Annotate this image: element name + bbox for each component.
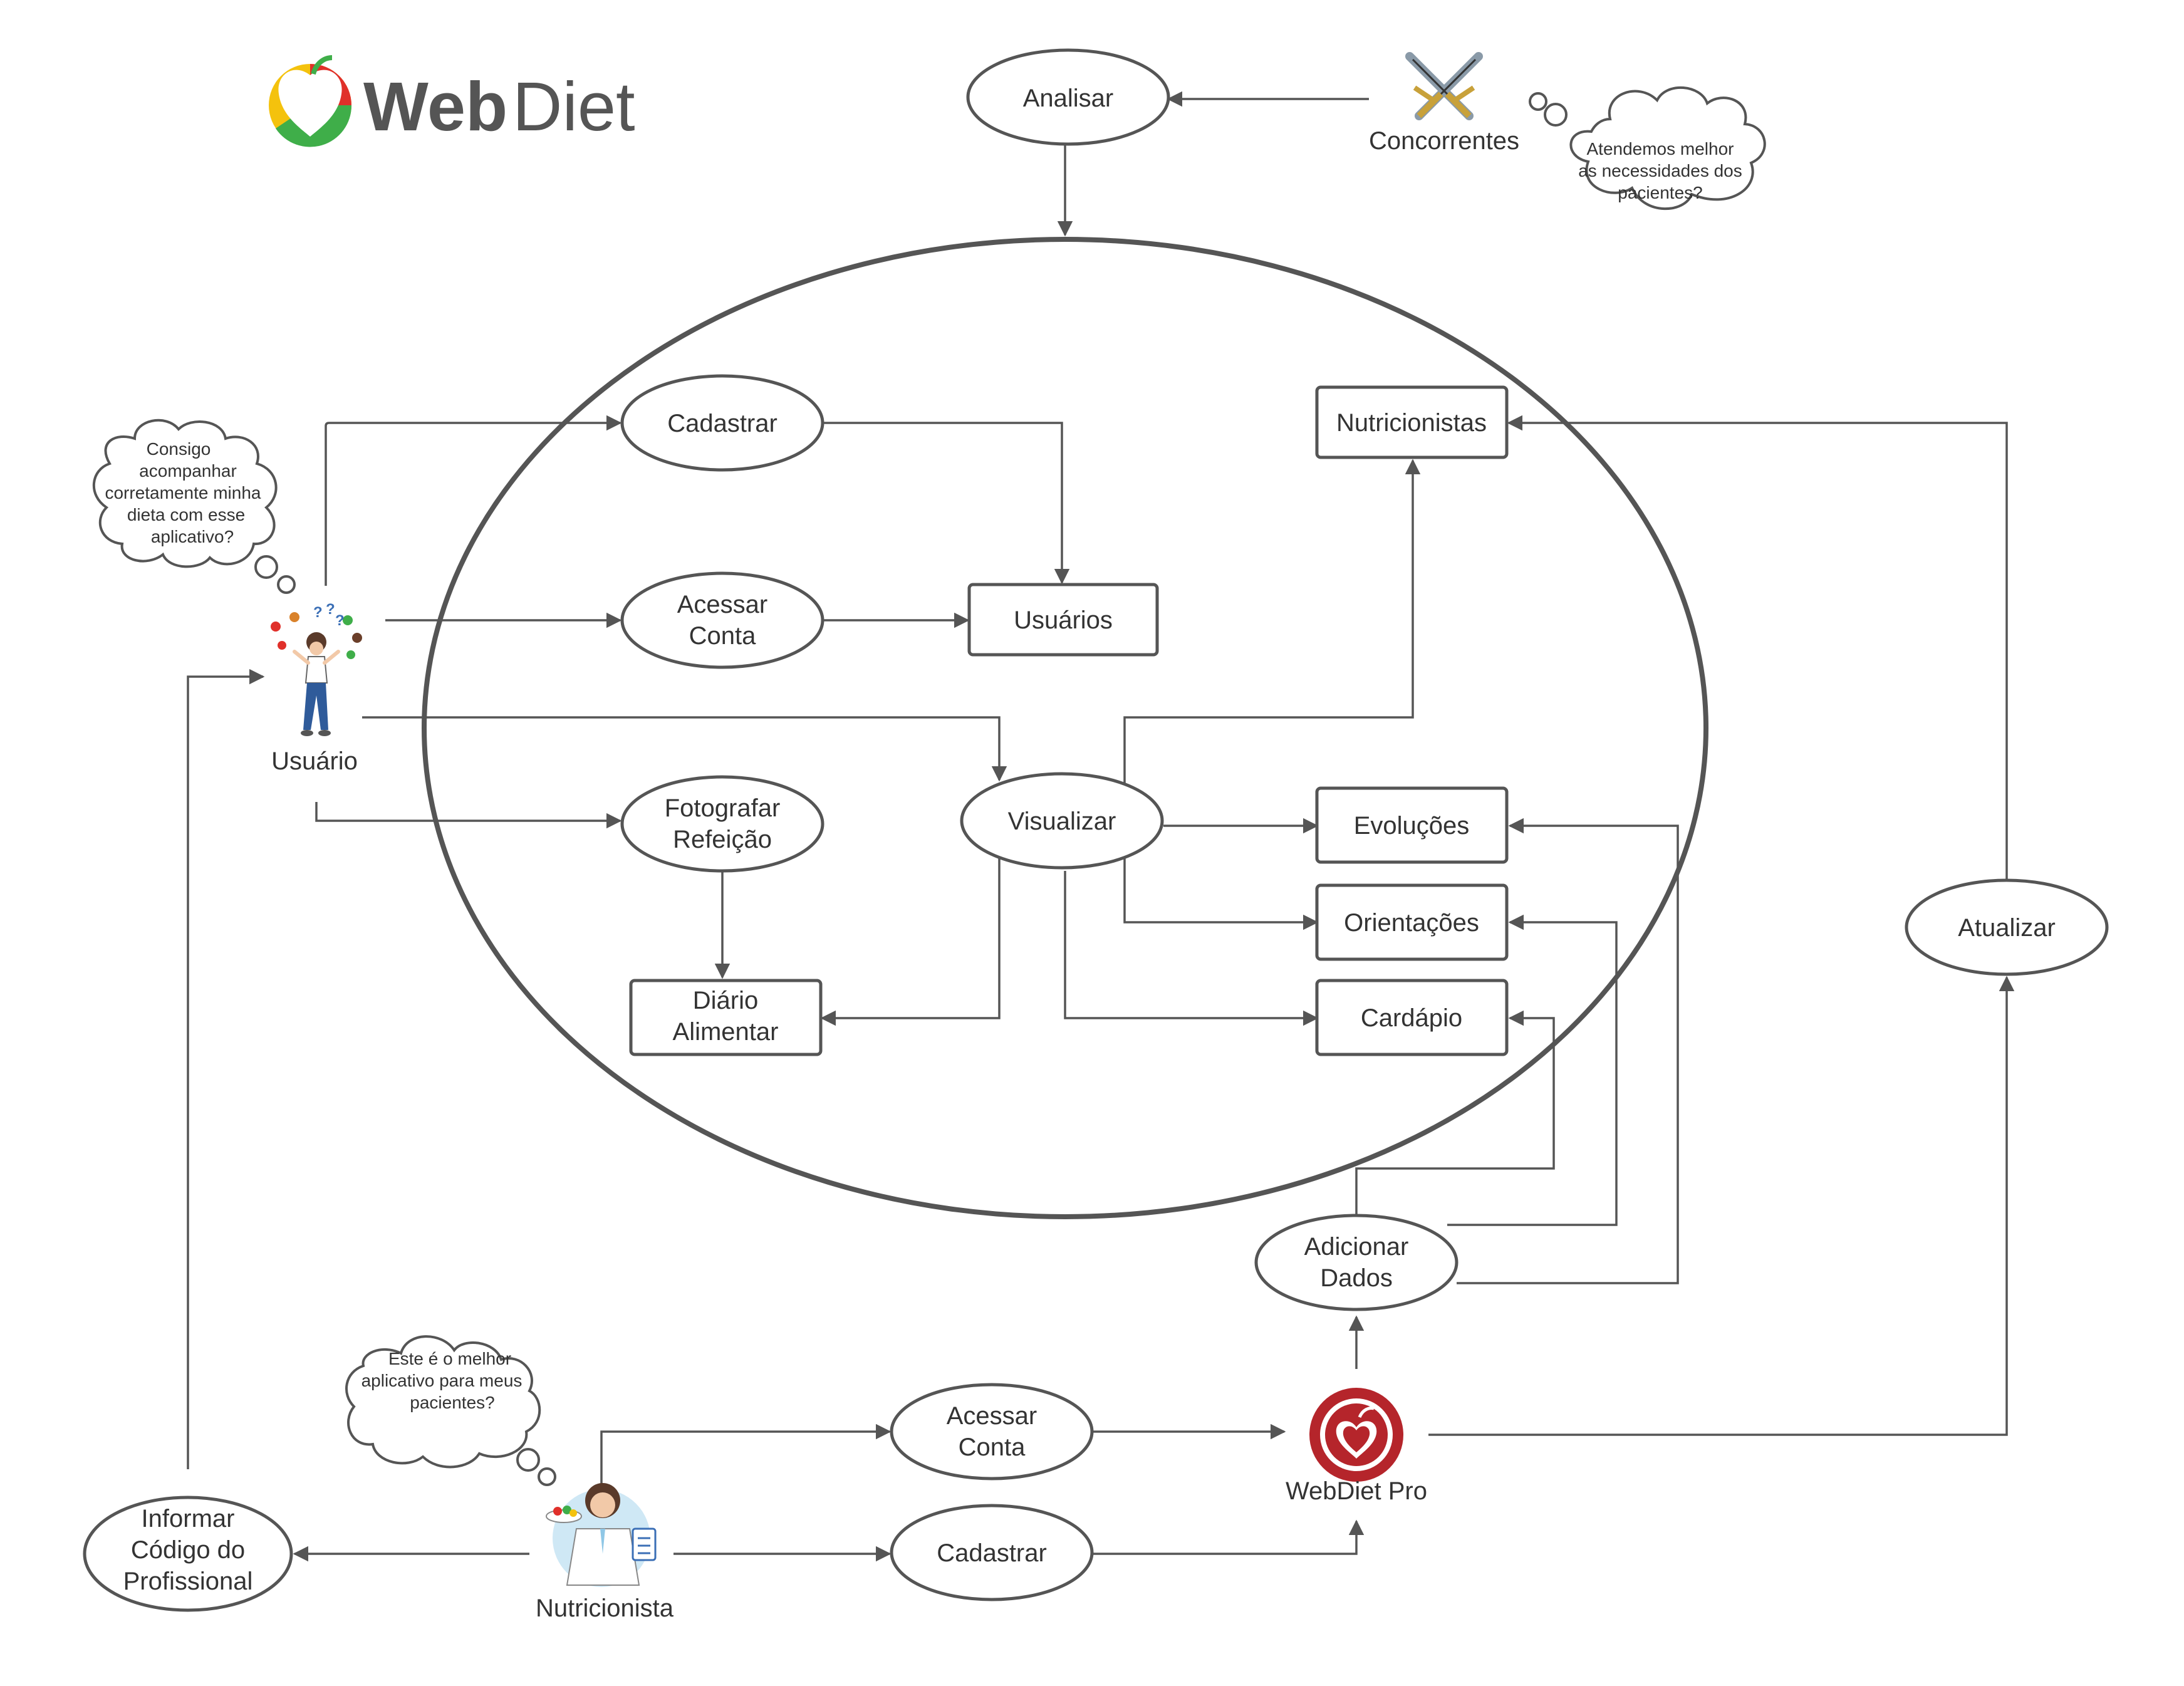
thought-usuario-line-4: dieta com esse	[127, 505, 245, 524]
process-informar-codigo[interactable]: Informar Código do Profissional	[83, 1496, 293, 1612]
apple-logo-icon	[269, 55, 352, 147]
edge-usuario-fotografar	[315, 802, 622, 829]
data-cardapio[interactable]: Cardápio	[1315, 979, 1509, 1056]
data-nutricionistas[interactable]: Nutricionistas	[1315, 385, 1509, 459]
acessar-nutri-label-2: Conta	[959, 1434, 1026, 1461]
visualizar-label: Visualizar	[1008, 808, 1116, 835]
data-orientacoes[interactable]: Orientações	[1315, 883, 1509, 961]
thought-usuario-line-1: Consigo	[147, 439, 211, 459]
edge-visualizar-orientacoes	[1123, 858, 1319, 930]
edge-visualizar-nutricionistas	[1123, 459, 1421, 783]
data-evolucoes[interactable]: Evoluções	[1315, 786, 1509, 864]
usuarios-label: Usuários	[1014, 606, 1113, 634]
adicionar-label-2: Dados	[1320, 1264, 1393, 1292]
cadastrar-nutri-label: Cadastrar	[937, 1539, 1047, 1567]
webdiet-pro-label: WebDiet Pro	[1286, 1477, 1427, 1505]
crossed-swords-icon	[1405, 52, 1483, 120]
orientacoes-label: Orientações	[1344, 909, 1479, 937]
concorrentes-label: Concorrentes	[1369, 127, 1519, 155]
cardapio-label: Cardápio	[1361, 1004, 1462, 1032]
thought-usuario-line-5: aplicativo?	[151, 527, 234, 546]
edge-cadastrar-usuarios	[823, 422, 1070, 585]
process-cadastrar-nutricionista[interactable]: Cadastrar	[890, 1504, 1094, 1601]
fotografar-label-1: Fotografar	[665, 794, 781, 822]
thought-nutricionista-line-3: pacientes?	[410, 1393, 494, 1412]
webdiet-logo: Web Diet	[269, 55, 635, 147]
cadastrar-usuario-label: Cadastrar	[667, 410, 777, 437]
thought-nutricionista-line-1: Este é o melhor	[388, 1349, 511, 1368]
informar-label-3: Profissional	[123, 1568, 253, 1595]
edge-nutricionista-acessar	[600, 1423, 892, 1504]
thought-concorrentes-line-1: Atendemos melhor	[1586, 139, 1734, 159]
thought-concorrentes-line-2: as necessidades dos	[1578, 161, 1742, 180]
fotografar-label-2: Refeição	[673, 826, 772, 853]
edge-visualizar-cardapio	[1064, 871, 1319, 1026]
system-boundary	[422, 237, 1708, 1219]
acessar-nutri-label-1: Acessar	[947, 1402, 1037, 1430]
analisar-label: Analisar	[1023, 85, 1114, 112]
process-atualizar[interactable]: Atualizar	[1905, 878, 2109, 976]
woman-juggling-food-icon: ? ? ?	[271, 601, 362, 736]
diario-label-1: Diário	[693, 987, 758, 1014]
acessar-usuario-label-1: Acessar	[677, 591, 768, 618]
atualizar-label: Atualizar	[1958, 914, 2056, 942]
logo-text-web: Web	[363, 68, 507, 145]
acessar-usuario-label-2: Conta	[689, 622, 756, 650]
svg-text:?: ?	[326, 601, 335, 618]
thought-cloud-usuario: Consigo acompanhar corretamente minha di…	[92, 419, 296, 594]
nutricionistas-label: Nutricionistas	[1336, 409, 1487, 437]
edge-usuario-visualizar	[362, 716, 1007, 782]
red-apple-heart-logo-icon	[1309, 1388, 1403, 1482]
data-usuarios[interactable]: Usuários	[967, 583, 1159, 657]
informar-label-1: Informar	[142, 1505, 235, 1532]
edge-cadastrar-webdietpro	[1093, 1519, 1365, 1555]
thought-nutricionista-line-2: aplicativo para meus	[361, 1371, 523, 1390]
edge-webdietpro-atualizar	[1428, 976, 2015, 1436]
thought-usuario-line-2: acompanhar	[139, 461, 237, 481]
adicionar-label-1: Adicionar	[1304, 1233, 1409, 1261]
thought-cloud-concorrentes: Atendemos melhor as necessidades dos pac…	[1529, 86, 1766, 211]
usuario-label: Usuário	[271, 747, 358, 775]
doctor-with-food-icon	[546, 1483, 657, 1587]
actor-usuario[interactable]: ? ? ? Usuário	[271, 601, 362, 775]
process-cadastrar-usuario[interactable]: Cadastrar	[620, 374, 824, 472]
actor-webdiet-pro[interactable]: WebDiet Pro	[1286, 1388, 1427, 1505]
nutricionista-label: Nutricionista	[536, 1595, 674, 1622]
thought-cloud-nutricionista: Este é o melhor aplicativo para meus pac…	[345, 1335, 556, 1486]
edge-informar-usuario	[187, 669, 265, 1469]
edge-adicionar-cardapio	[1355, 1010, 1555, 1217]
process-visualizar[interactable]: Visualizar	[960, 772, 1164, 870]
edge-adicionar-orientacoes	[1447, 914, 1618, 1226]
thought-usuario-line-3: corretamente minha	[105, 483, 261, 502]
process-adicionar-dados[interactable]: Adicionar Dados	[1254, 1214, 1459, 1311]
evolucoes-label: Evoluções	[1354, 812, 1470, 840]
thought-concorrentes-line-3: pacientes?	[1618, 183, 1702, 202]
diario-label-2: Alimentar	[673, 1018, 779, 1046]
logo-text-diet: Diet	[512, 68, 635, 145]
actor-nutricionista[interactable]: Nutricionista	[536, 1483, 674, 1622]
edge-adicionar-evolucoes	[1457, 818, 1679, 1284]
informar-label-2: Código do	[131, 1536, 245, 1564]
process-acessar-conta-usuario[interactable]: Acessar Conta	[620, 571, 824, 669]
actor-concorrentes[interactable]: Concorrentes	[1369, 52, 1519, 155]
edge-visualizar-diario	[820, 858, 1001, 1026]
process-fotografar-refeicao[interactable]: Fotografar Refeição	[620, 775, 824, 873]
svg-text:?: ?	[313, 604, 323, 621]
edges	[187, 91, 2015, 1562]
svg-text:?: ?	[335, 612, 345, 629]
edge-usuario-cadastrar	[325, 415, 622, 586]
data-diario-alimentar[interactable]: Diário Alimentar	[629, 979, 823, 1056]
edge-atualizar-nutricionistas	[1507, 415, 2008, 879]
process-analisar[interactable]: Analisar	[966, 48, 1170, 146]
process-acessar-conta-nutricionista[interactable]: Acessar Conta	[890, 1383, 1094, 1480]
